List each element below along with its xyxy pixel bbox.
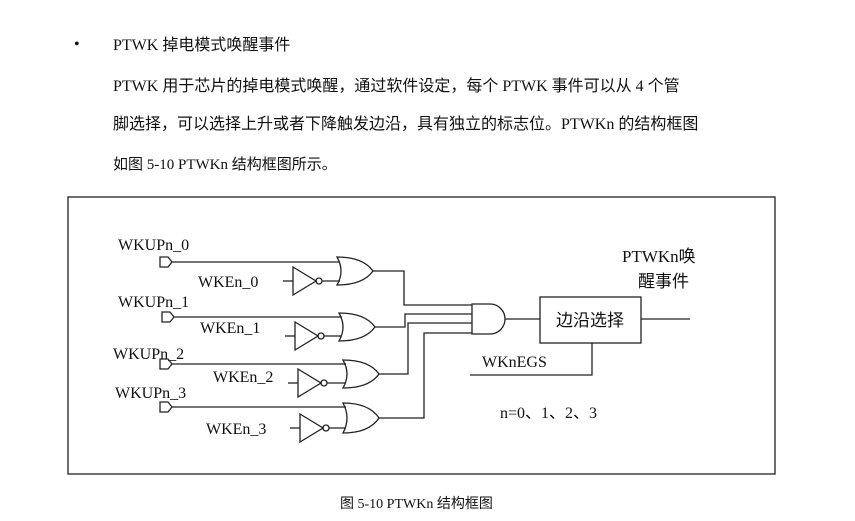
paragraph-line: 脚选择，可以选择上升或者下降触发边沿，具有独立的标志位。PTWKn 的结构框图 bbox=[113, 116, 699, 133]
input-label: WKUPn_2 bbox=[113, 346, 184, 363]
enable-label: WKEn_1 bbox=[200, 320, 260, 337]
n-range-note: n=0、1、2、3 bbox=[500, 405, 597, 422]
and-gate-icon bbox=[471, 303, 506, 335]
or-gate-icon bbox=[335, 256, 374, 286]
channel-0: WKUPn_0 WKEn_0 bbox=[118, 237, 472, 306]
inverter-icon bbox=[292, 265, 318, 297]
or-gate-icon bbox=[337, 312, 376, 342]
input-pin-icon bbox=[159, 256, 173, 268]
bullet: • bbox=[74, 36, 80, 53]
enable-label: WKEn_2 bbox=[213, 369, 273, 386]
edge-select-label: 边沿选择 bbox=[556, 311, 624, 330]
or-gate-icon bbox=[341, 359, 380, 389]
output-label: PTWKn唤 bbox=[622, 247, 696, 266]
paragraph-line: PTWK 用于芯片的掉电模式唤醒，通过软件设定，每个 PTWK 事件可以从 4 … bbox=[113, 78, 680, 95]
channel-1: WKUPn_1 WKEn_1 bbox=[118, 294, 472, 352]
input-label: WKUPn_1 bbox=[118, 294, 189, 311]
output-label: 醒事件 bbox=[638, 272, 689, 291]
input-label: WKUPn_3 bbox=[115, 385, 186, 402]
section-heading: PTWK 掉电模式唤醒事件 bbox=[113, 37, 291, 54]
inverter-icon bbox=[294, 320, 320, 352]
input-pin-icon bbox=[159, 358, 173, 370]
or-gate-icon bbox=[341, 402, 380, 434]
figure-caption: 图 5-10 PTWKn 结构框图 bbox=[340, 497, 493, 512]
paragraph-line: 如图 5-10 PTWKn 结构框图所示。 bbox=[113, 157, 337, 173]
input-pin-icon bbox=[159, 401, 173, 413]
wknegs-label: WKnEGS bbox=[482, 354, 547, 371]
inverter-icon bbox=[299, 412, 325, 444]
channel-2: WKUPn_2 WKEn_2 bbox=[113, 322, 472, 399]
enable-label: WKEn_3 bbox=[206, 421, 266, 438]
enable-label: WKEn_0 bbox=[198, 274, 258, 291]
channel-3: WKUPn_3 WKEn_3 bbox=[115, 332, 472, 444]
edge-select-block bbox=[539, 296, 642, 344]
input-pin-icon bbox=[161, 311, 175, 323]
input-label: WKUPn_0 bbox=[118, 237, 189, 254]
inverter-icon bbox=[297, 367, 323, 399]
diagram-frame bbox=[67, 196, 776, 475]
